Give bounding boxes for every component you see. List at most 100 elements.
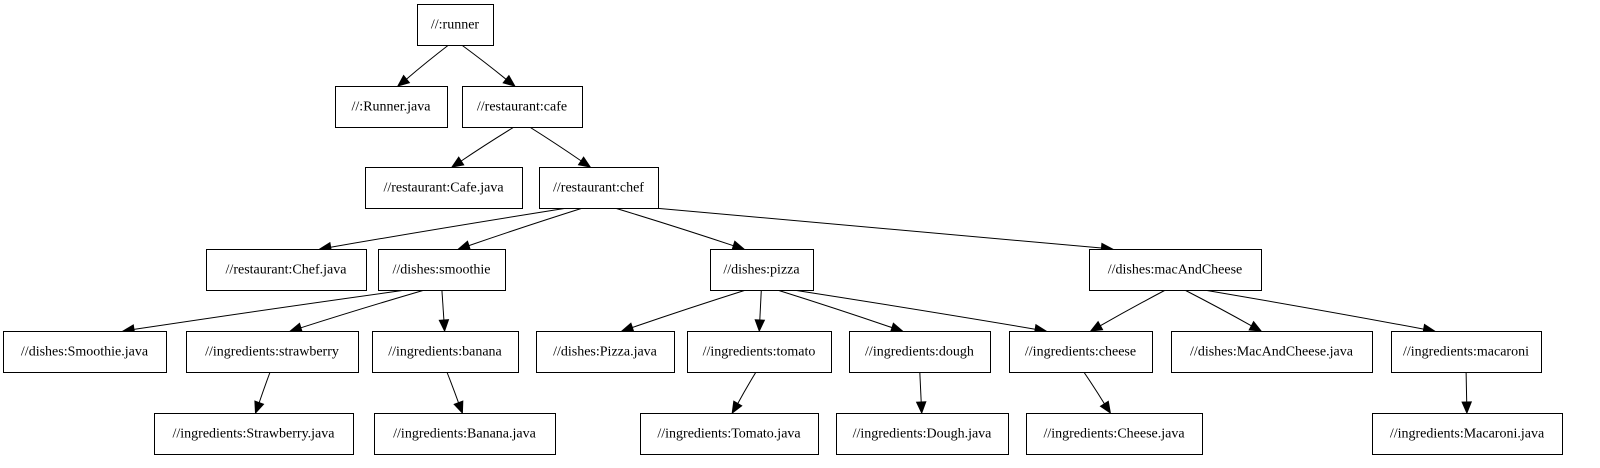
node-box[interactable] <box>335 86 448 128</box>
edge-line <box>529 126 582 162</box>
edge-dishes-macandcheese-to-ingredients-cheese <box>1089 289 1166 332</box>
node-label: //dishes:Pizza.java <box>553 345 658 360</box>
node-box[interactable] <box>462 86 583 128</box>
node-label: //ingredients:strawberry <box>205 345 339 360</box>
node-ingredients-strawberry[interactable]: //ingredients:strawberry <box>186 331 359 373</box>
node-box[interactable] <box>710 249 814 291</box>
node-label: //dishes:macAndCheese <box>1108 263 1243 278</box>
node-box[interactable] <box>536 331 675 373</box>
edge-line <box>441 289 445 321</box>
edge-line <box>793 289 1036 330</box>
node-box[interactable] <box>539 167 659 209</box>
edge-line <box>468 207 583 247</box>
edge-line <box>406 44 449 80</box>
node-box[interactable] <box>374 413 556 455</box>
edge-line <box>300 289 425 329</box>
node-ingredients-cheese[interactable]: //ingredients:cheese <box>1009 331 1153 373</box>
node-label: //ingredients:macaroni <box>1403 345 1529 360</box>
edge-dishes-smoothie-to-dishes-smoothie-java <box>121 289 406 335</box>
node-dishes-pizza[interactable]: //dishes:pizza <box>710 249 814 291</box>
node-label: //:Runner.java <box>352 100 432 115</box>
node-label: //ingredients:banana <box>388 345 502 360</box>
edge-line <box>133 289 406 330</box>
node-label: //restaurant:Cafe.java <box>383 181 504 196</box>
node-restaurant-chef-java[interactable]: //restaurant:Chef.java <box>206 249 367 291</box>
arrowhead-icon <box>731 240 746 251</box>
node-box[interactable] <box>1171 331 1373 373</box>
arrowhead-icon <box>889 322 904 333</box>
node-ingredients-macaroni[interactable]: //ingredients:macaroni <box>1391 331 1542 373</box>
node-ingredients-tomato[interactable]: //ingredients:tomato <box>687 331 832 373</box>
edge-line <box>1184 289 1252 327</box>
edge-dishes-pizza-to-dishes-pizza-java <box>620 289 747 333</box>
node-box[interactable] <box>1372 413 1563 455</box>
node-box[interactable] <box>1089 249 1262 291</box>
edge-runner-to-runner-java <box>396 44 449 87</box>
edge-ingredients-strawberry-to-ingredients-strawberry-java <box>254 371 271 415</box>
node-box[interactable] <box>1391 331 1542 373</box>
arrowhead-icon <box>396 74 411 87</box>
node-ingredients-cheese-java[interactable]: //ingredients:Cheese.java <box>1026 413 1203 455</box>
node-box[interactable] <box>186 331 359 373</box>
arrowhead-icon <box>1089 320 1104 332</box>
edge-restaurant-chef-to-restaurant-chef-java <box>318 207 568 253</box>
node-box[interactable] <box>3 331 167 373</box>
node-ingredients-banana-java[interactable]: //ingredients:Banana.java <box>374 413 556 455</box>
node-dishes-smoothie[interactable]: //dishes:smoothie <box>378 249 506 291</box>
node-label: //ingredients:cheese <box>1025 345 1136 360</box>
node-ingredients-macaroni-java[interactable]: //ingredients:Macaroni.java <box>1372 413 1563 455</box>
node-ingredients-dough-java[interactable]: //ingredients:Dough.java <box>836 413 1009 455</box>
edge-line <box>1100 289 1166 327</box>
edge-line <box>258 371 271 403</box>
node-runner-java[interactable]: //:Runner.java <box>335 86 448 128</box>
node-restaurant-cafe[interactable]: //restaurant:cafe <box>462 86 583 128</box>
edge-line <box>1083 371 1105 405</box>
node-restaurant-chef[interactable]: //restaurant:chef <box>539 167 659 209</box>
node-label: //ingredients:Dough.java <box>853 427 993 442</box>
node-box[interactable] <box>640 413 819 455</box>
node-label: //ingredients:dough <box>865 345 974 360</box>
node-box[interactable] <box>836 413 1009 455</box>
node-dishes-macandcheese[interactable]: //dishes:macAndCheese <box>1089 249 1262 291</box>
node-label: //dishes:pizza <box>723 263 800 278</box>
arrowhead-icon <box>915 401 927 415</box>
edge-line <box>446 371 459 403</box>
node-dishes-pizza-java[interactable]: //dishes:Pizza.java <box>536 331 675 373</box>
node-runner[interactable]: //:runner <box>417 4 494 46</box>
node-label: //:runner <box>431 18 480 33</box>
edge-restaurant-chef-to-dishes-macandcheese <box>653 207 1114 254</box>
edge-dishes-macandcheese-to-ingredients-macaroni <box>1204 289 1436 335</box>
node-ingredients-tomato-java[interactable]: //ingredients:Tomato.java <box>640 413 819 455</box>
edge-restaurant-cafe-to-restaurant-cafe-java <box>450 126 515 168</box>
arrowhead-icon <box>1461 401 1473 415</box>
node-dishes-macandcheese-java[interactable]: //dishes:MacAndCheese.java <box>1171 331 1373 373</box>
node-label: //dishes:Smoothie.java <box>21 345 149 360</box>
node-box[interactable] <box>154 413 354 455</box>
arrowhead-icon <box>754 319 766 333</box>
node-ingredients-banana[interactable]: //ingredients:banana <box>372 331 519 373</box>
node-ingredients-dough[interactable]: //ingredients:dough <box>849 331 991 373</box>
edge-line <box>614 207 734 247</box>
node-label: //ingredients:Strawberry.java <box>173 427 336 442</box>
node-ingredients-strawberry-java[interactable]: //ingredients:Strawberry.java <box>154 413 354 455</box>
node-layer: //:runner //:Runner.java //restaurant:cafe… <box>3 4 1563 455</box>
node-box[interactable] <box>1009 331 1153 373</box>
edge-dishes-smoothie-to-ingredients-strawberry <box>289 289 425 333</box>
node-box[interactable] <box>365 167 523 209</box>
edge-dishes-pizza-to-ingredients-tomato <box>754 289 766 333</box>
node-box[interactable] <box>378 249 506 291</box>
arrowhead-icon <box>731 400 743 415</box>
node-label: //dishes:smoothie <box>393 263 491 278</box>
edge-line <box>460 126 515 162</box>
edge-ingredients-cheese-to-ingredients-cheese-java <box>1083 371 1112 415</box>
node-restaurant-cafe-java[interactable]: //restaurant:Cafe.java <box>365 167 523 209</box>
edge-line <box>737 371 757 404</box>
node-box[interactable] <box>849 331 991 373</box>
node-box[interactable] <box>417 4 494 46</box>
node-box[interactable] <box>372 331 519 373</box>
node-dishes-smoothie-java[interactable]: //dishes:Smoothie.java <box>3 331 167 373</box>
node-box[interactable] <box>206 249 367 291</box>
node-box[interactable] <box>687 331 832 373</box>
node-box[interactable] <box>1026 413 1203 455</box>
node-label: //ingredients:Cheese.java <box>1043 427 1185 442</box>
